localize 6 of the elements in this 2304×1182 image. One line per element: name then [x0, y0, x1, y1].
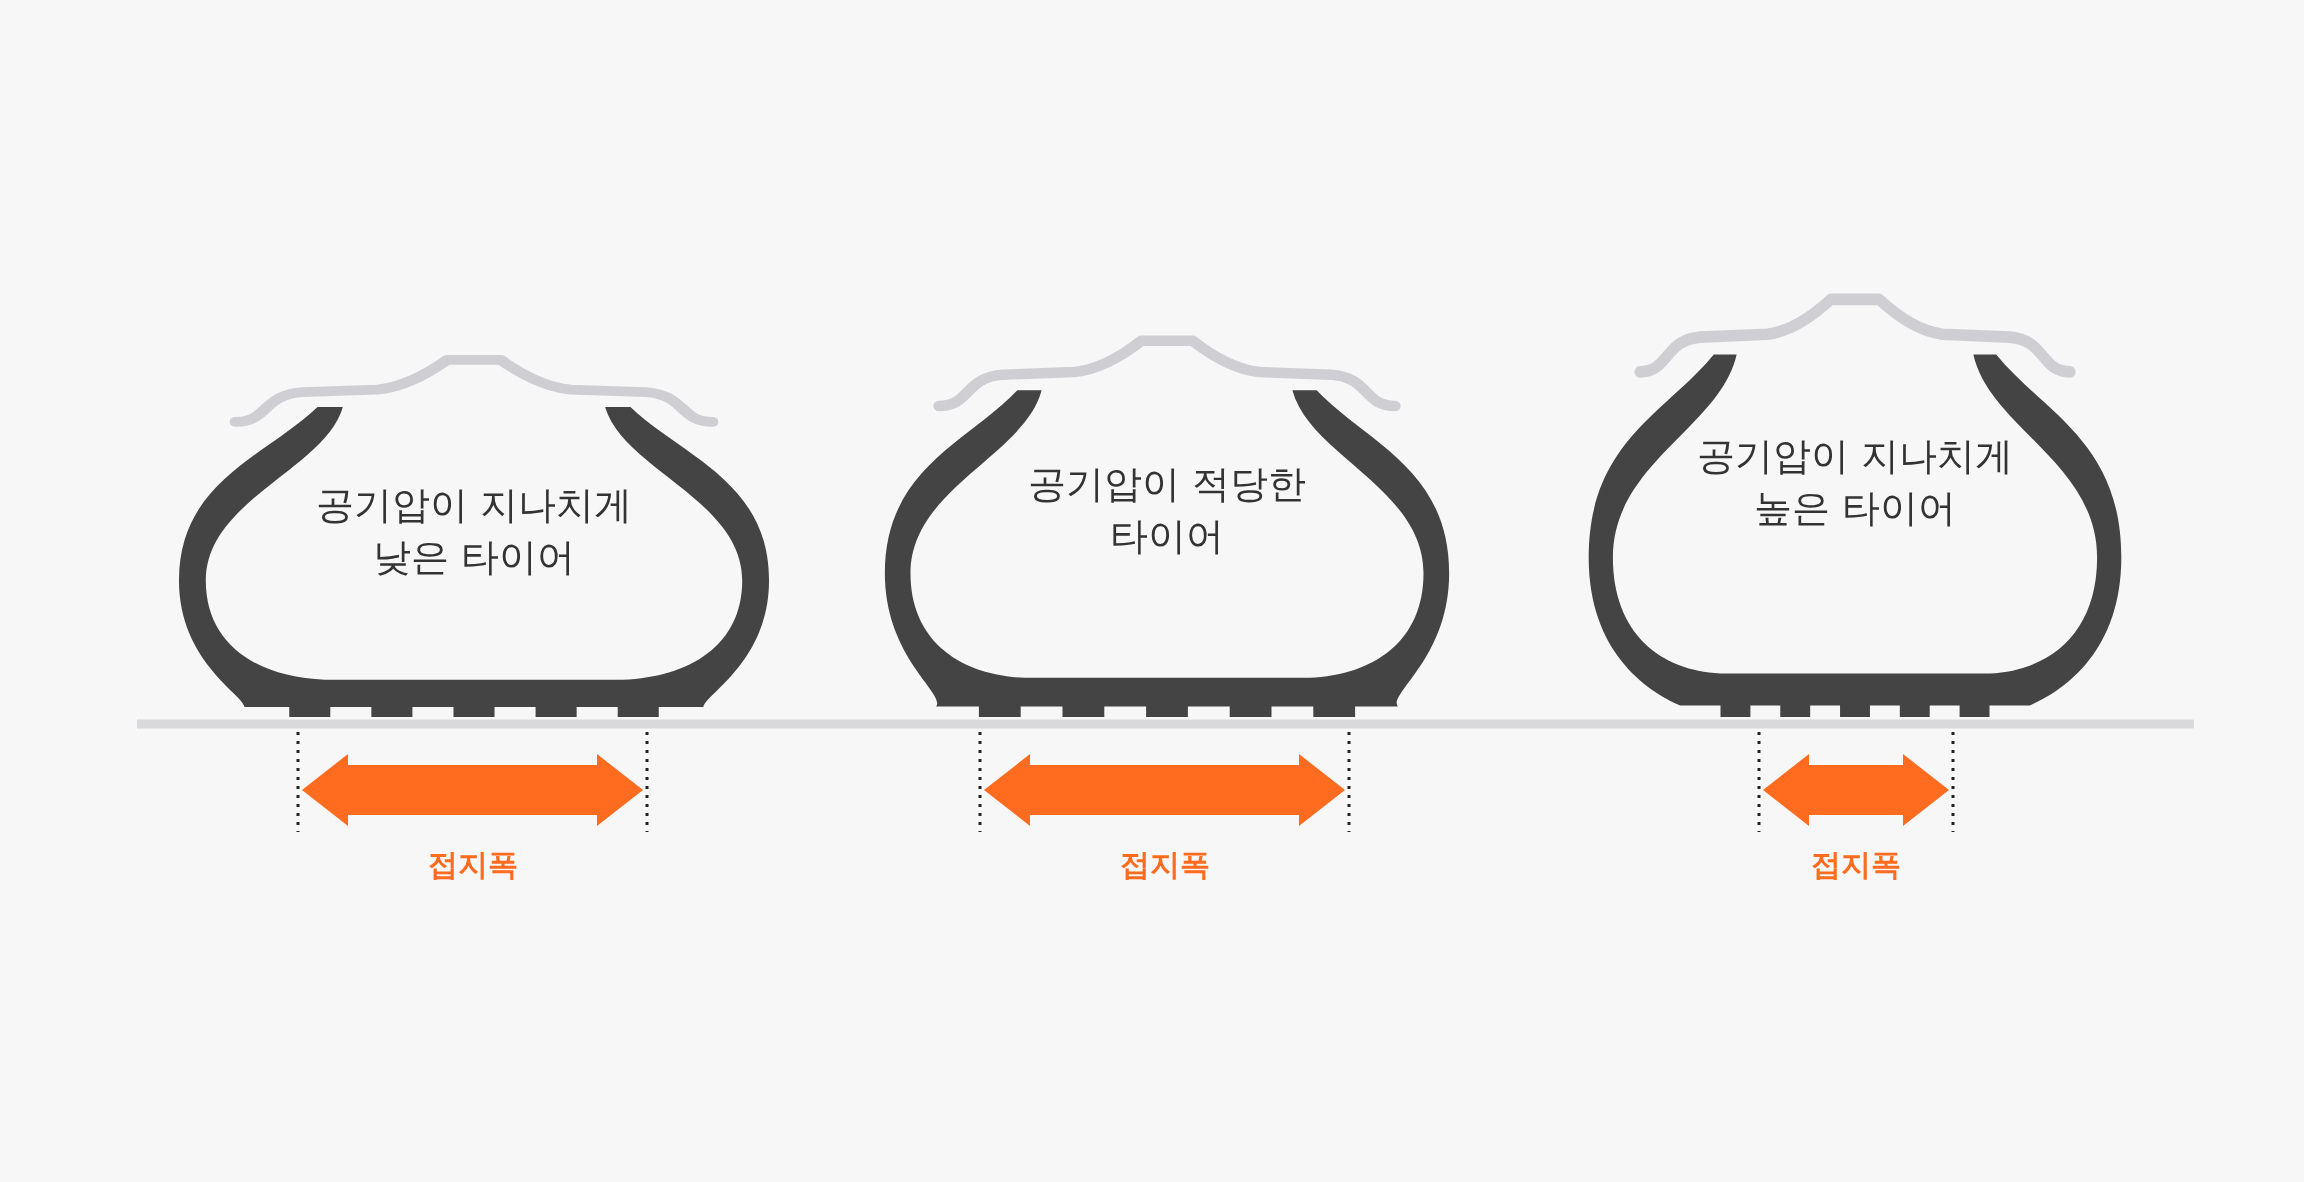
dimension-label: 접지폭 — [1119, 846, 1210, 884]
tire-label: 공기압이 지나치게 낮은 타이어 — [314, 481, 634, 581]
tire-label: 공기압이 적당한 타이어 — [1026, 461, 1308, 561]
dimension-label: 접지폭 — [427, 846, 518, 884]
dimension-label: 접지폭 — [1811, 846, 1901, 884]
tire-label: 공기압이 지나치게 높은 타이어 — [1695, 432, 2015, 532]
